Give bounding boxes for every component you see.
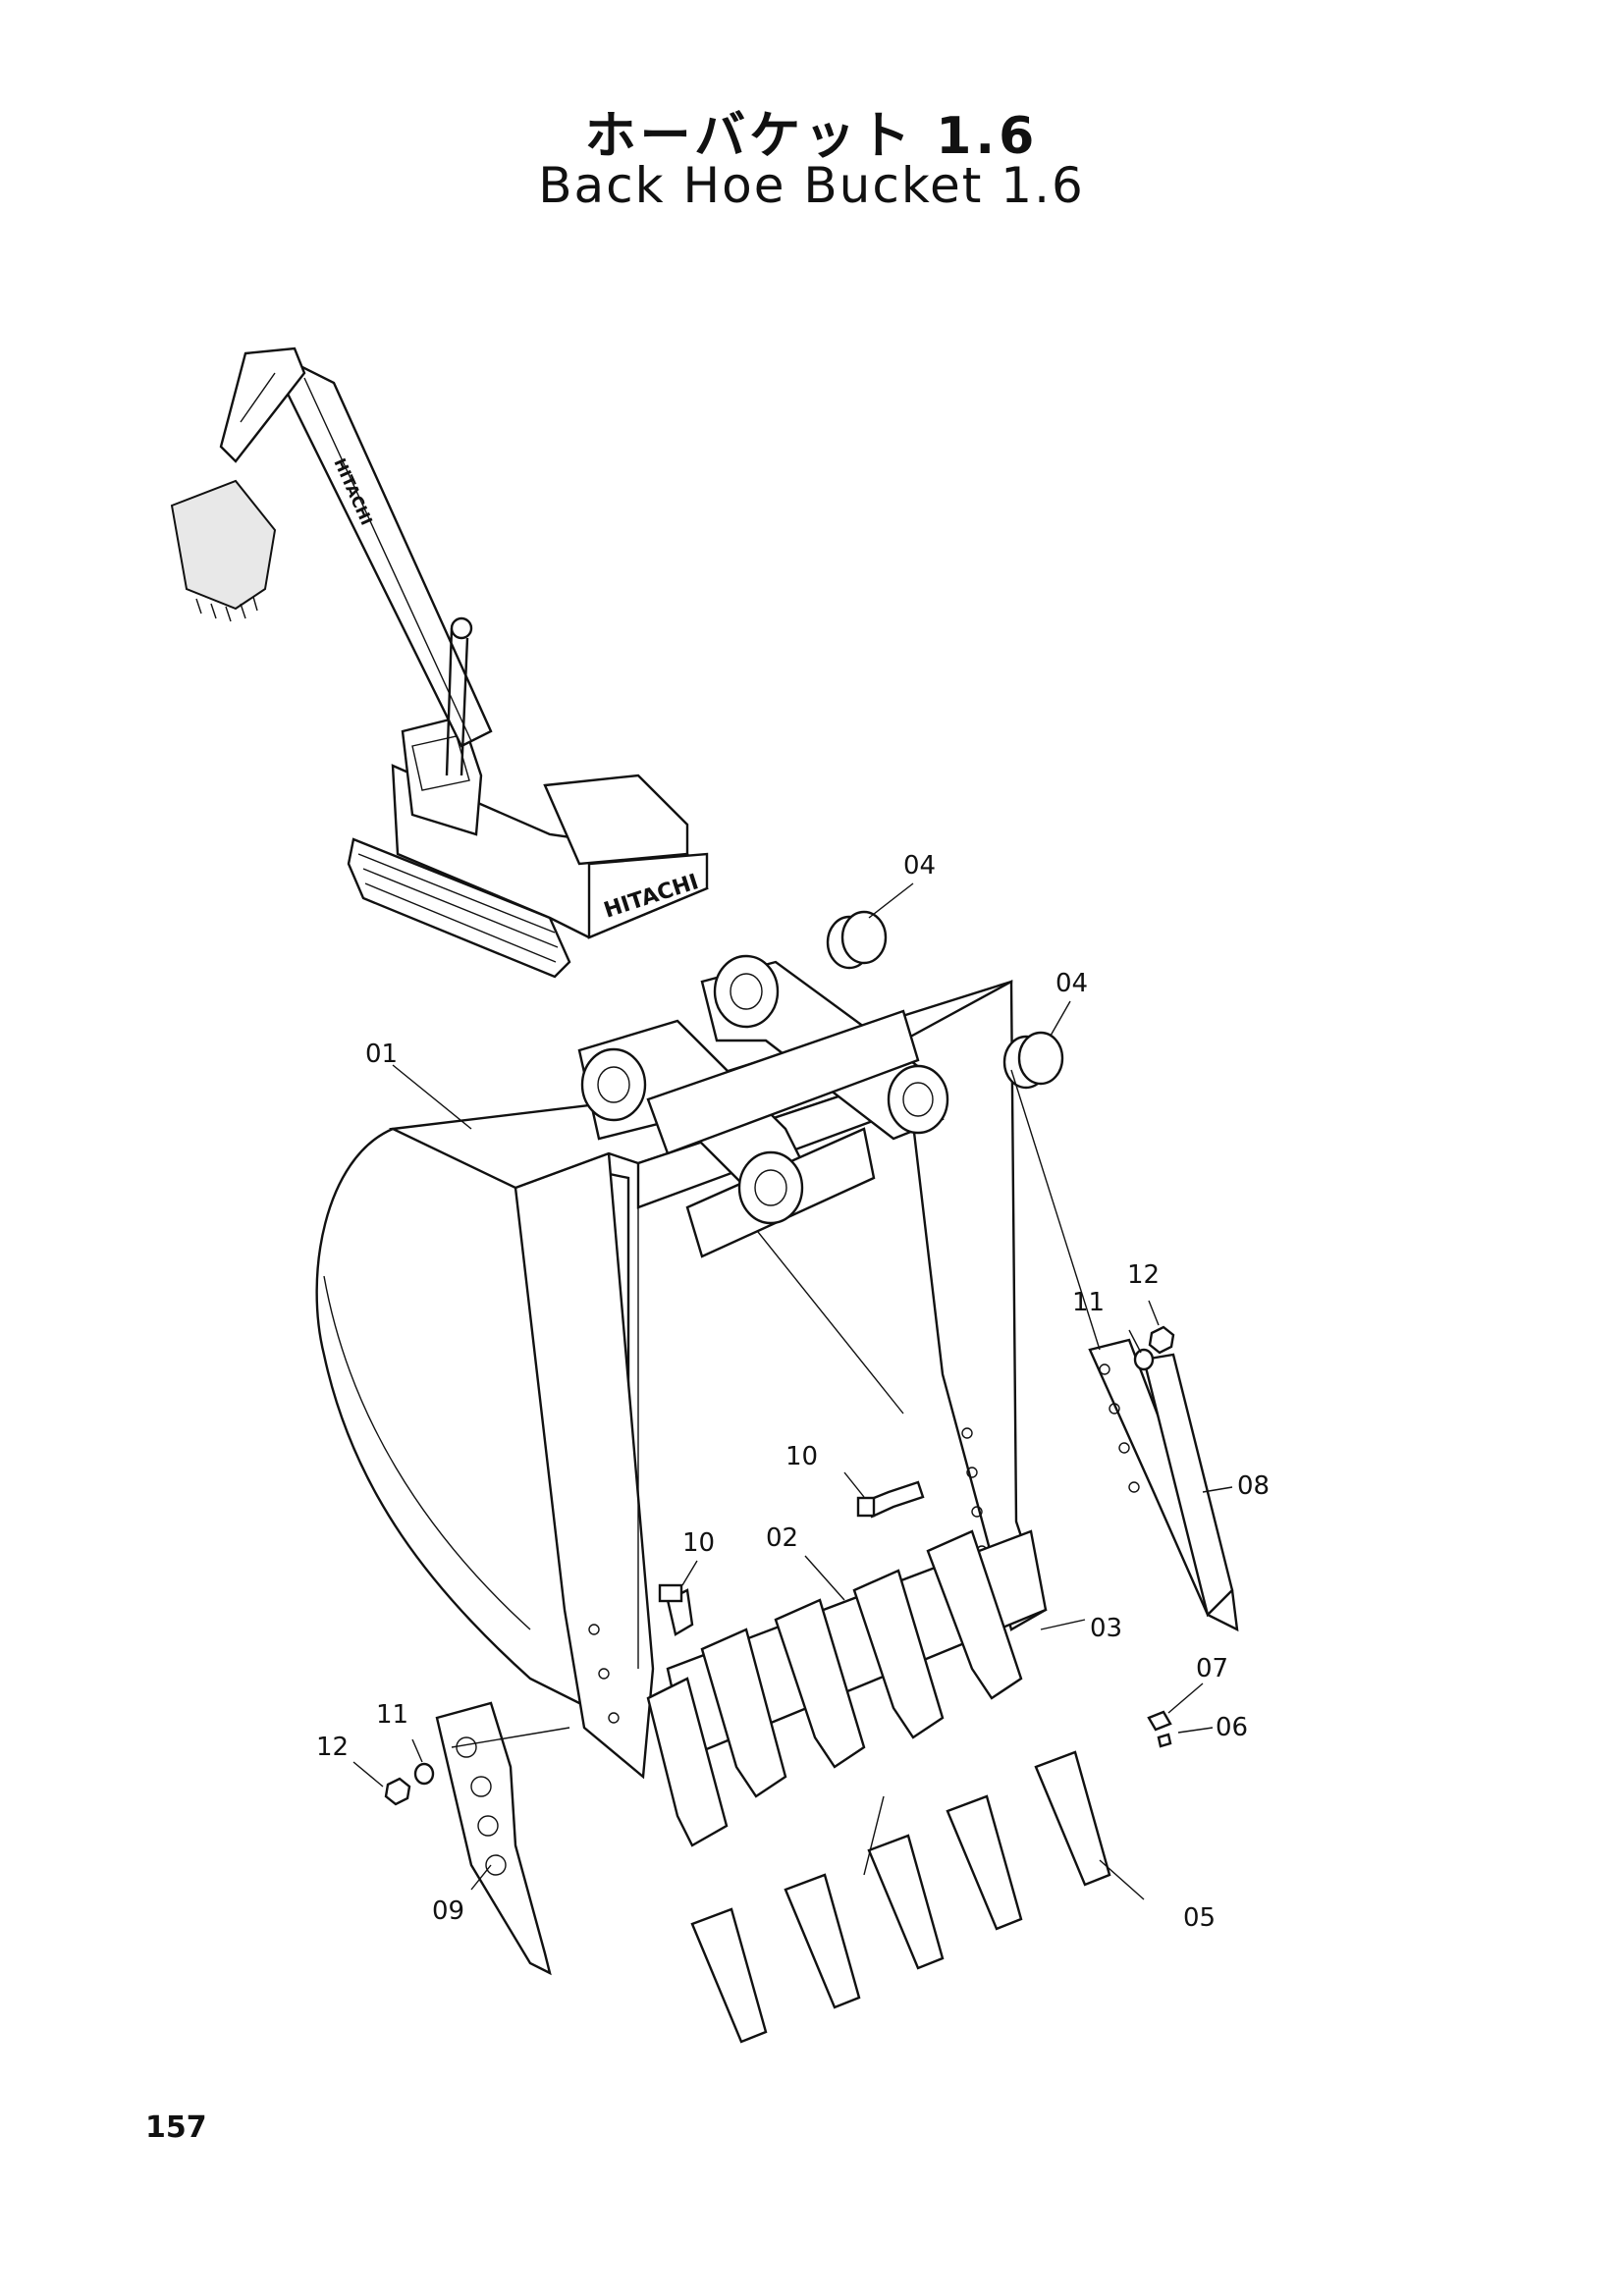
callout-09: 09 xyxy=(432,1896,464,1926)
mounting-brackets xyxy=(577,954,949,1258)
bolt-10-right xyxy=(856,1480,925,1519)
callout-03: 03 xyxy=(1090,1614,1122,1643)
callout-labels: 01 02 03 04 04 05 06 07 08 09 10 10 11 1… xyxy=(316,851,1270,1933)
lock-pin-07 xyxy=(1147,1710,1172,1732)
callout-04-right: 04 xyxy=(1055,969,1088,998)
callout-08: 08 xyxy=(1237,1471,1270,1501)
bolt-10-left xyxy=(658,1583,694,1636)
bushing-04-upper xyxy=(826,910,888,970)
retainer-06 xyxy=(1157,1733,1172,1748)
nut-12-left xyxy=(384,1777,411,1806)
callout-05: 05 xyxy=(1183,1903,1216,1933)
washer-11-left xyxy=(413,1762,435,1786)
callout-12-right: 12 xyxy=(1127,1260,1160,1290)
side-cutter-09 xyxy=(435,1701,552,1976)
page-title-english: Back Hoe Bucket 1.6 xyxy=(538,157,1085,214)
callout-10-left: 10 xyxy=(682,1528,715,1558)
callout-06: 06 xyxy=(1216,1713,1248,1742)
washer-11-right xyxy=(1133,1348,1155,1371)
callout-11-right: 11 xyxy=(1072,1288,1105,1317)
excavator-illustration: HITACHI HITACHI xyxy=(170,347,709,979)
callout-12-left: 12 xyxy=(316,1733,349,1762)
callout-07: 07 xyxy=(1196,1654,1228,1683)
callout-10-right: 10 xyxy=(785,1442,818,1471)
side-cutter-08 xyxy=(1088,1338,1239,1632)
page-title-japanese: ホーバケット 1.6 xyxy=(584,107,1039,166)
callout-11-left: 11 xyxy=(376,1700,408,1730)
bucket-teeth xyxy=(690,1750,1111,2044)
callout-01: 01 xyxy=(365,1040,398,1069)
tooth-adapters xyxy=(646,1529,1048,1847)
nut-12-right xyxy=(1148,1325,1175,1355)
page-number: 157 xyxy=(145,2110,207,2145)
callout-02: 02 xyxy=(766,1523,798,1553)
leader-lines xyxy=(352,882,1233,1900)
callout-04-upper: 04 xyxy=(903,851,936,881)
bushing-04-right xyxy=(1002,1031,1064,1090)
